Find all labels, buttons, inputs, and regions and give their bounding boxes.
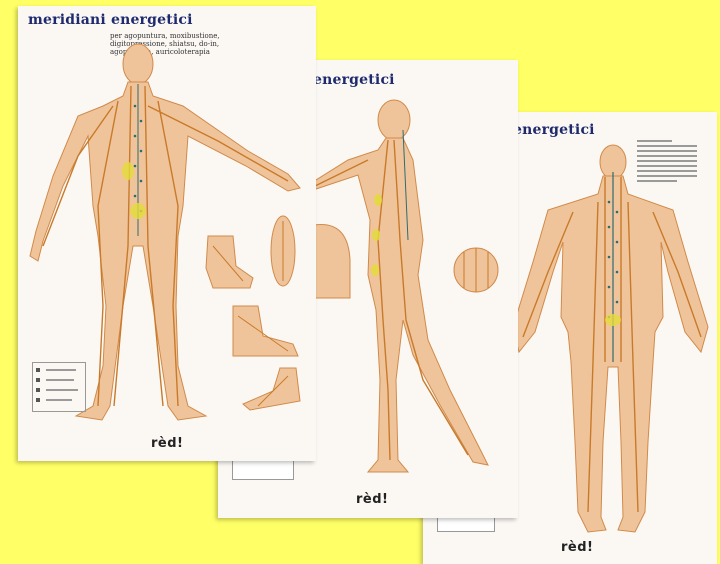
poster-front-view: meridiani energetici per agopuntura, mox… — [18, 6, 316, 461]
brand-logo: rèd! — [151, 436, 183, 451]
legend-box — [32, 362, 86, 412]
brand-logo: rèd! — [561, 540, 593, 555]
brand-logo: rèd! — [356, 492, 388, 507]
legend-box — [232, 458, 294, 480]
